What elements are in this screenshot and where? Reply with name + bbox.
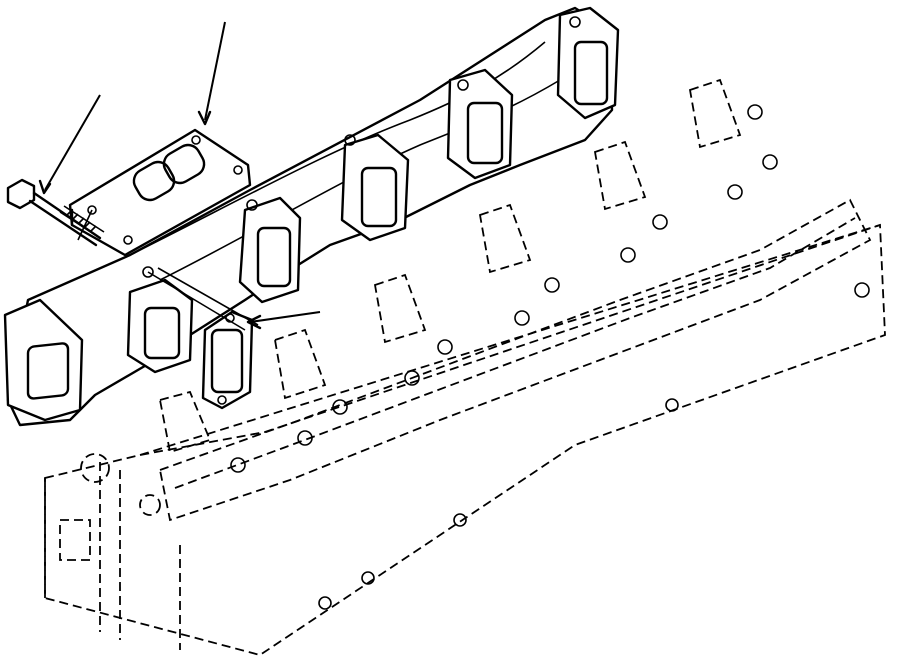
cylinder-head [44,78,886,656]
callout-leader-bolt [38,94,101,195]
port-flange-1 [3,298,84,422]
alignment-lines [77,209,259,331]
port-flange-4 [340,133,410,242]
port-flange-6 [556,6,620,120]
port-flange-2 [126,278,194,374]
callout-leader-gasket [246,311,321,330]
mounting-bolt [6,178,105,247]
manifold-gasket [201,310,254,410]
callout-leader-manifold [197,21,226,126]
head-bolt-bosses [230,104,870,610]
exhaust-manifold [3,6,620,427]
port-flange-3 [238,196,302,304]
port-flange-5 [446,68,514,180]
turbo-flange [68,128,252,257]
